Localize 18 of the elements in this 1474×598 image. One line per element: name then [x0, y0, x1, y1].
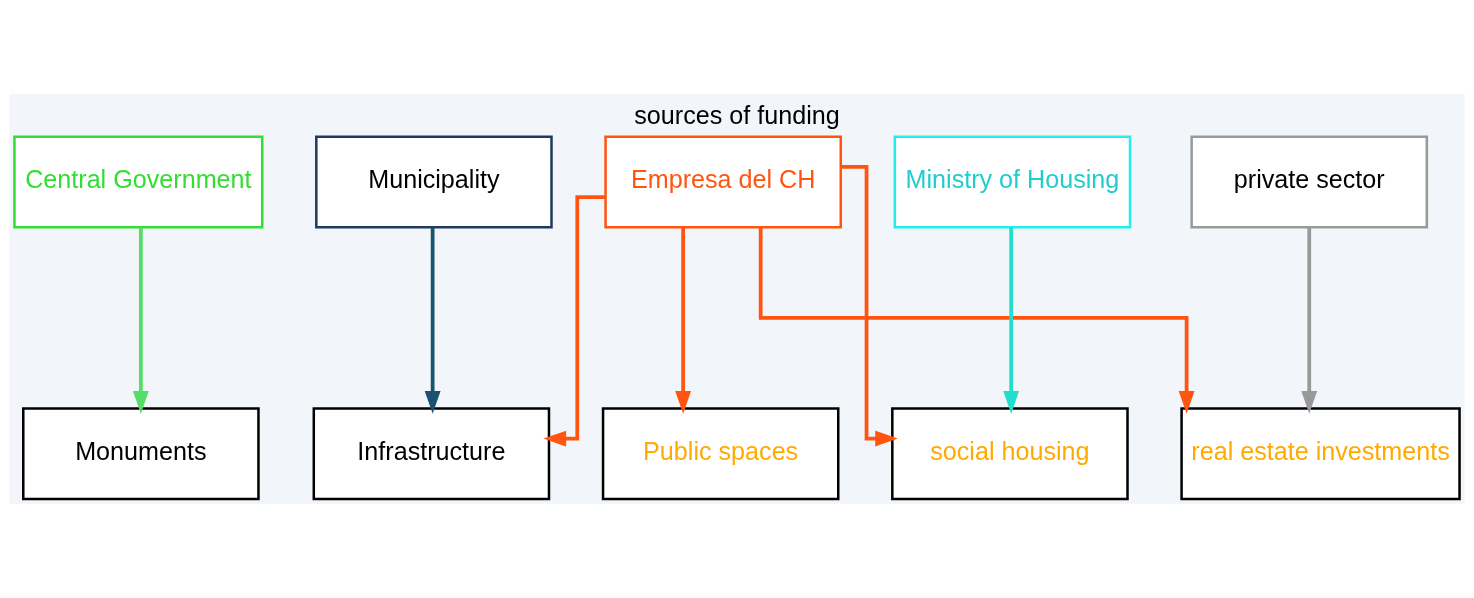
arrow	[132, 227, 149, 414]
node-box: Infrastructure	[312, 407, 551, 501]
arrow	[424, 227, 441, 414]
node-box: Empresa del CH	[604, 135, 842, 229]
node-box: social housing	[891, 407, 1129, 501]
arrow	[543, 195, 606, 447]
node-box: Public spaces	[601, 407, 840, 501]
diagram-title: sources of funding	[634, 101, 840, 130]
arrow	[675, 227, 692, 414]
node-box: Central Government	[13, 135, 264, 229]
node-box: Municipality	[315, 135, 553, 229]
arrow	[1301, 227, 1318, 414]
node-box: real estate investments	[1180, 407, 1461, 501]
arrow	[758, 227, 1195, 414]
node-box: Monuments	[22, 407, 260, 501]
node-box: Ministry of Housing	[893, 135, 1132, 229]
arrow	[1003, 227, 1020, 414]
node-box: private sector	[1190, 135, 1429, 229]
